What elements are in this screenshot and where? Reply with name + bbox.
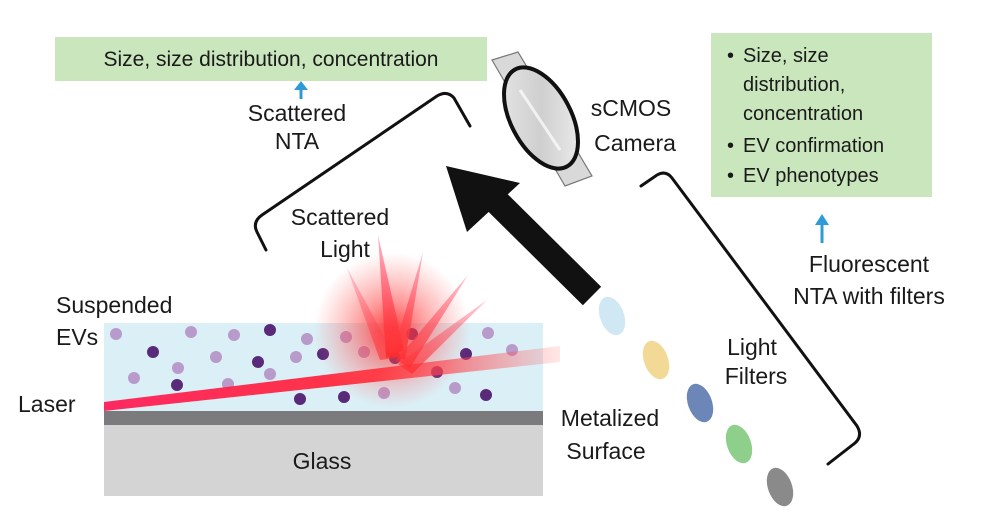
- ev-particle: [147, 346, 159, 358]
- up-arrow-icon-left: [294, 81, 308, 99]
- suspended-evs-line2: EVs: [56, 324, 98, 350]
- ev-particle: [264, 368, 276, 380]
- ev-particle: [110, 328, 122, 340]
- filter-blue: [686, 383, 714, 423]
- filter-light-blue: [598, 296, 626, 336]
- glass-label: Glass: [293, 448, 352, 474]
- ev-particle: [185, 326, 197, 338]
- ev-particle: [228, 329, 240, 341]
- laser-label: Laser: [18, 391, 76, 417]
- ev-particle: [264, 324, 276, 336]
- ev-particle: [172, 362, 184, 374]
- scattered-light-line1: Scattered: [291, 204, 389, 230]
- metalized-surface-line1: Metalized: [561, 405, 659, 431]
- ev-particle: [290, 351, 302, 363]
- scattered-nta-line2: NTA: [275, 128, 320, 154]
- camera-lens-icon: [491, 51, 593, 187]
- light-filters-line2: Filters: [725, 363, 788, 389]
- right-item-3: EV phenotypes: [743, 165, 879, 187]
- camera-line2: Camera: [594, 130, 676, 156]
- filter-gray: [766, 467, 794, 507]
- bullet-1: •: [727, 45, 734, 67]
- metalized-surface-line2: Surface: [566, 438, 645, 464]
- ev-particle: [338, 391, 350, 403]
- right-result-list: • Size, size distribution, concentration…: [727, 45, 884, 187]
- up-arrow-icon-right: [815, 214, 829, 243]
- right-item-2: EV confirmation: [743, 135, 884, 157]
- ev-particle: [301, 333, 313, 345]
- bullet-2: •: [727, 135, 734, 157]
- right-item-1-line3: concentration: [743, 103, 863, 125]
- left-bracket: [253, 91, 472, 252]
- filter-yellow: [642, 340, 670, 380]
- ev-particle: [210, 351, 222, 363]
- right-bracket: [639, 171, 862, 466]
- scattered-light-line2: Light: [320, 236, 370, 262]
- ev-particle: [294, 393, 306, 405]
- ev-particle: [449, 382, 461, 394]
- left-result-box: [55, 37, 487, 81]
- light-filters: [598, 296, 794, 507]
- light-filters-line1: Light: [727, 334, 777, 360]
- right-item-1-line1: Size, size: [743, 45, 829, 67]
- glass-slab: [104, 425, 543, 496]
- ev-particle: [171, 379, 183, 391]
- ev-particle: [252, 356, 264, 368]
- fluorescent-nta-line2: NTA with filters: [793, 283, 945, 309]
- bullet-3: •: [727, 165, 734, 187]
- metal-layer: [104, 411, 543, 425]
- suspended-evs-line1: Suspended: [56, 292, 172, 318]
- scatter-burst: [314, 235, 487, 408]
- fluorescent-nta-line1: Fluorescent: [809, 251, 930, 277]
- filter-green: [725, 424, 753, 464]
- scattered-nta-line1: Scattered: [248, 100, 346, 126]
- detection-arrow-icon: [446, 166, 602, 306]
- ev-particle: [482, 327, 494, 339]
- ev-particle: [128, 372, 140, 384]
- left-result-text: Size, size distribution, concentration: [103, 48, 438, 71]
- right-item-1-line2: distribution,: [743, 74, 845, 96]
- ev-particle: [480, 389, 492, 401]
- camera-line1: sCMOS: [591, 95, 672, 121]
- right-result-box: [711, 33, 932, 197]
